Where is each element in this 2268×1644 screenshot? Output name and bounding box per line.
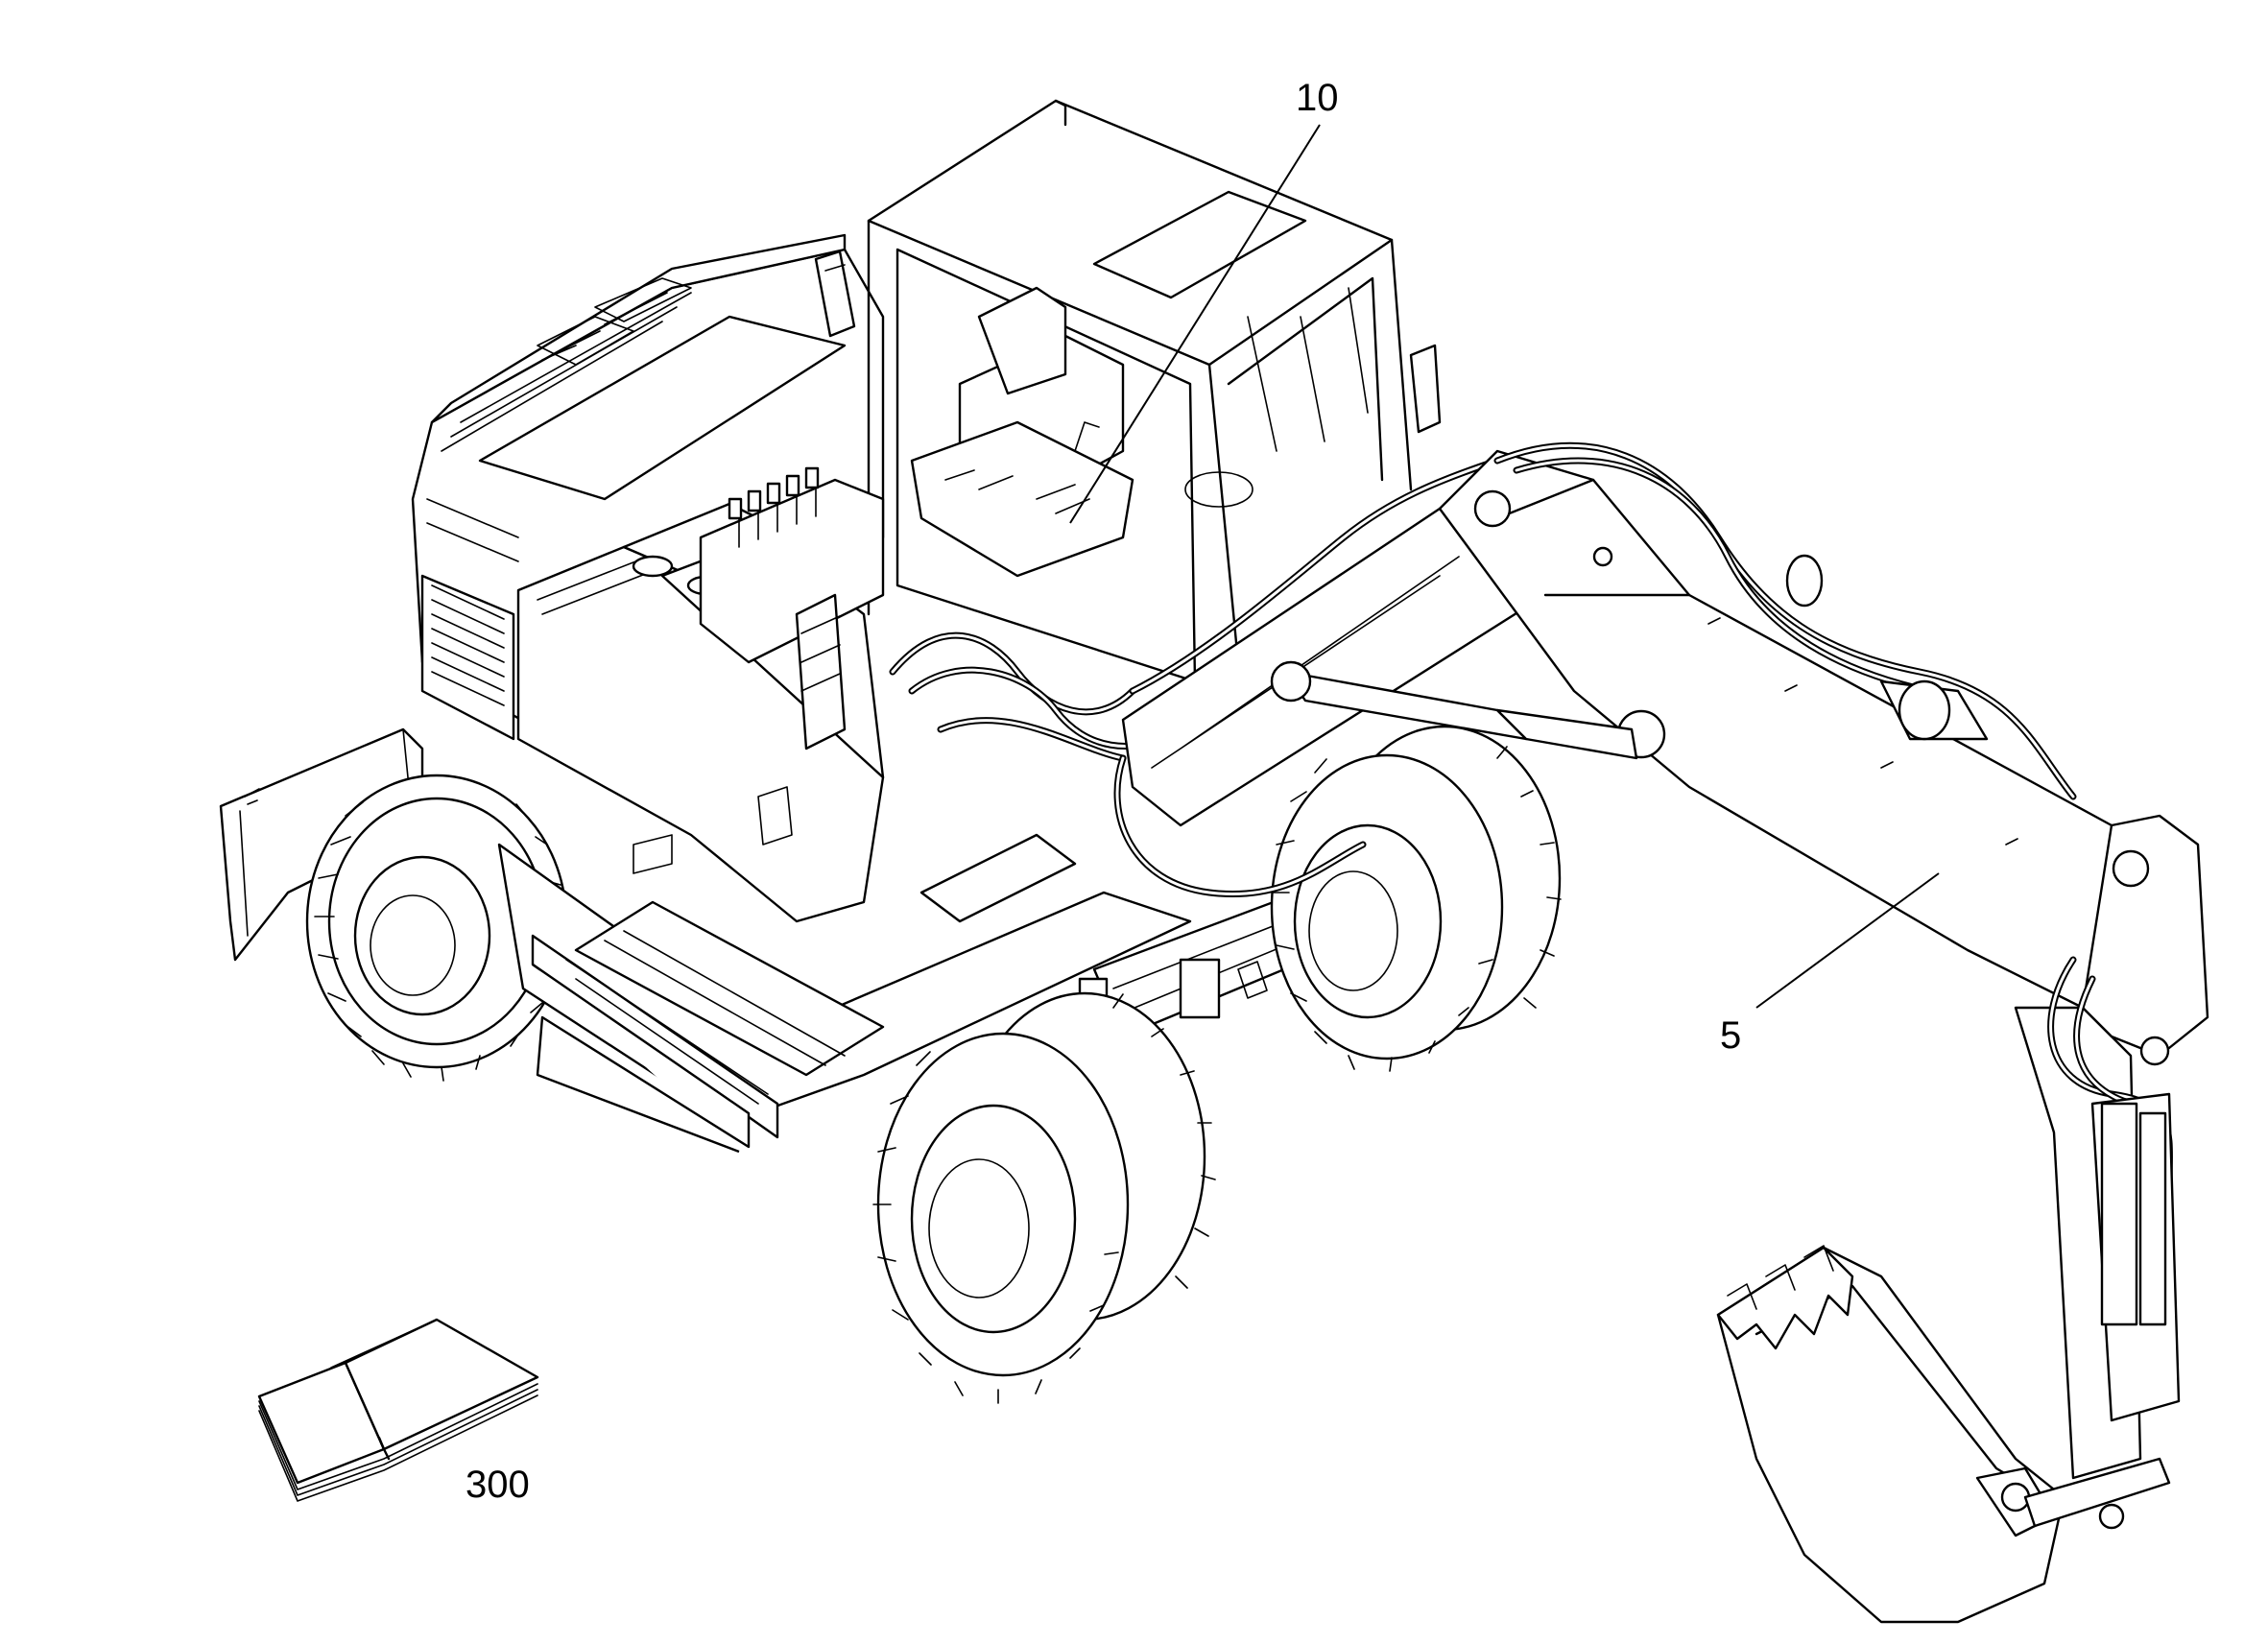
- callout-300: 300: [466, 1464, 530, 1506]
- callout-labels: 10 5 300: [466, 77, 1741, 1506]
- callout-5: 5: [1720, 1014, 1741, 1057]
- boom: [1121, 449, 2152, 1010]
- front-left-wheels: [872, 991, 1216, 1404]
- dipper-arm: [2014, 814, 2209, 1480]
- leader-5: [1755, 872, 1940, 1009]
- control-valve: [699, 466, 885, 751]
- callout-10: 10: [1296, 77, 1339, 119]
- bucket: [1716, 1245, 2171, 1624]
- front-right-wheels: [1270, 725, 1562, 1072]
- leader-10: [1069, 124, 1321, 524]
- boom-hoses: [1493, 441, 2077, 846]
- operator-cab: [867, 99, 1442, 683]
- undercarriage: [497, 833, 1192, 1154]
- leader-lines: [1069, 124, 1940, 1009]
- manual-book-icon: [257, 1318, 539, 1502]
